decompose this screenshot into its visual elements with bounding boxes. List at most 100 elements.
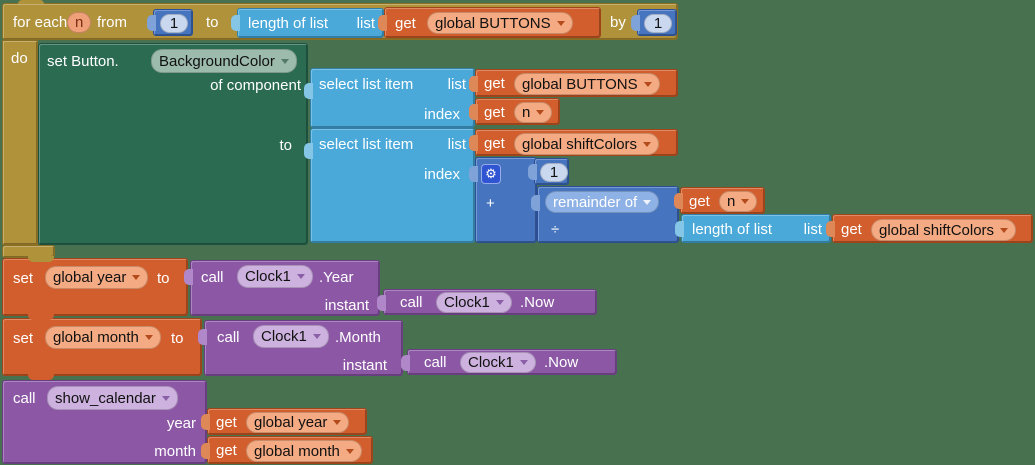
get-block-n-1[interactable]: get n [469,98,560,125]
plug-notch [147,15,156,31]
label-get: get [484,104,505,121]
field-loop-var[interactable]: n [67,12,92,33]
clock-now-call-block-1[interactable]: call Clock1 .Now [377,289,597,315]
get-block-n-2[interactable]: get n [674,187,765,214]
dropdown-global-shiftcolors[interactable]: global shiftColors [871,219,1017,241]
clock-year-call-block[interactable]: call Clock1 .Year instant [184,260,380,316]
plug-notch [198,329,207,345]
number-field[interactable]: 1 [644,14,672,33]
label-call: call [424,354,447,371]
clock-month-call-block[interactable]: call Clock1 .Month instant [198,320,403,376]
set-block-global-month[interactable]: set global month to [2,318,202,376]
dropdown-global-month[interactable]: global month [45,326,161,349]
dropdown-global-month[interactable]: global month [246,440,362,462]
get-block-global-buttons-1[interactable]: get global BUTTONS [378,7,601,38]
stack-notch [28,314,54,320]
plug-notch [674,193,683,209]
plug-notch [826,221,835,237]
label-get: get [484,135,505,152]
number-text: 1 [169,15,179,32]
dropdown-global-buttons[interactable]: global BUTTONS [427,12,573,34]
foreach-block-header[interactable]: for each n from 1 to length of list list… [2,3,678,40]
label-get: get [216,442,237,459]
label-instant-param: instant [324,297,369,314]
dropdown-arrow-icon [556,20,565,26]
dropdown-text: global year [254,414,328,431]
dropdown-clock1[interactable]: Clock1 [237,265,313,288]
number-text: 1 [549,164,559,181]
label-plus: + [486,195,495,212]
dropdown-text: global year [53,269,127,286]
label-list-param: list [356,15,375,32]
length-of-list-block-2[interactable]: length of list list [675,214,831,243]
dropdown-global-shiftcolors[interactable]: global shiftColors [514,133,660,155]
label-index-param: index [424,106,460,123]
label-for-each: for each [13,14,68,31]
number-block-start[interactable]: 1 [147,9,193,36]
label-get: get [484,75,505,92]
dropdown-arrow-icon [1000,227,1009,233]
label-set-component: set Button. [47,53,119,70]
plug-notch [377,295,386,311]
dropdown-remainder-of[interactable]: remainder of [545,191,660,213]
label-get: get [841,221,862,238]
select-list-item-block-2[interactable]: select list item list index [304,128,475,243]
procedure-call-block[interactable]: call show_calendar year month [2,380,207,464]
select-list-item-block-1[interactable]: select list item list index [304,68,475,128]
clock-now-call-block-2[interactable]: call Clock1 .Now [401,349,617,375]
foreach-do-arm[interactable]: do [2,40,38,245]
number-block-step[interactable]: 1 [631,9,677,36]
dropdown-arrow-icon [333,420,342,425]
get-block-global-year[interactable]: get global year [201,408,367,435]
dropdown-global-year[interactable]: global year [246,412,350,433]
label-set-to: to [157,270,170,287]
math-add-block[interactable]: ⚙ + [469,157,537,243]
dropdown-var-n[interactable]: n [514,102,553,123]
dropdown-var-n[interactable]: n [719,191,758,212]
get-block-shiftcolors-1[interactable]: get global shiftColors [469,129,678,156]
set-block-global-year[interactable]: set global year to [2,258,188,316]
dropdown-clock1[interactable]: Clock1 [460,352,536,373]
get-block-global-month[interactable]: get global month [201,436,373,464]
label-list-param: list [803,221,822,238]
number-block-one[interactable]: 1 [528,158,569,185]
plug-notch [469,104,478,120]
dropdown-procedure-name[interactable]: show_calendar [47,386,178,410]
dropdown-clock1[interactable]: Clock1 [436,292,512,313]
gear-glyph: ⚙ [485,166,497,181]
mutator-gear-icon[interactable]: ⚙ [481,164,501,184]
plug-notch [231,15,240,31]
label-get: get [689,193,710,210]
number-field[interactable]: 1 [160,14,188,33]
length-of-list-block-1[interactable]: length of list list [231,8,384,38]
dropdown-arrow-icon [536,110,545,115]
label-select-list-item: select list item [319,76,414,93]
dropdown-text: global shiftColors [879,221,995,239]
plug-notch [304,143,313,159]
remainder-of-block[interactable]: remainder of ÷ [531,186,679,243]
dropdown-arrow-icon [643,81,652,87]
stack-notch [18,0,44,4]
dropdown-clock1[interactable]: Clock1 [253,325,329,348]
dropdown-global-year[interactable]: global year [45,266,149,289]
label-by: by [610,14,626,31]
dropdown-arrow-icon [280,58,289,64]
label-set: set [13,330,34,347]
dropdown-global-buttons[interactable]: global BUTTONS [514,73,660,95]
dropdown-text: global month [254,442,340,460]
dropdown-text: remainder of [553,193,638,211]
get-block-global-buttons-2[interactable]: get global BUTTONS [469,69,678,97]
number-text: 1 [653,15,663,32]
number-field[interactable]: 1 [540,163,568,182]
dropdown-property[interactable]: BackgroundColor [151,49,297,73]
component-setter-block[interactable]: set Button. BackgroundColor of component… [38,43,308,245]
plug-notch [378,15,387,31]
label-now-method: .Now [520,294,555,311]
dropdown-arrow-icon [132,275,141,280]
plug-notch [675,221,684,237]
plug-notch [201,443,210,459]
plug-notch [528,164,537,180]
plug-notch [201,414,210,430]
get-block-shiftcolors-2[interactable]: get global shiftColors [826,214,1033,243]
